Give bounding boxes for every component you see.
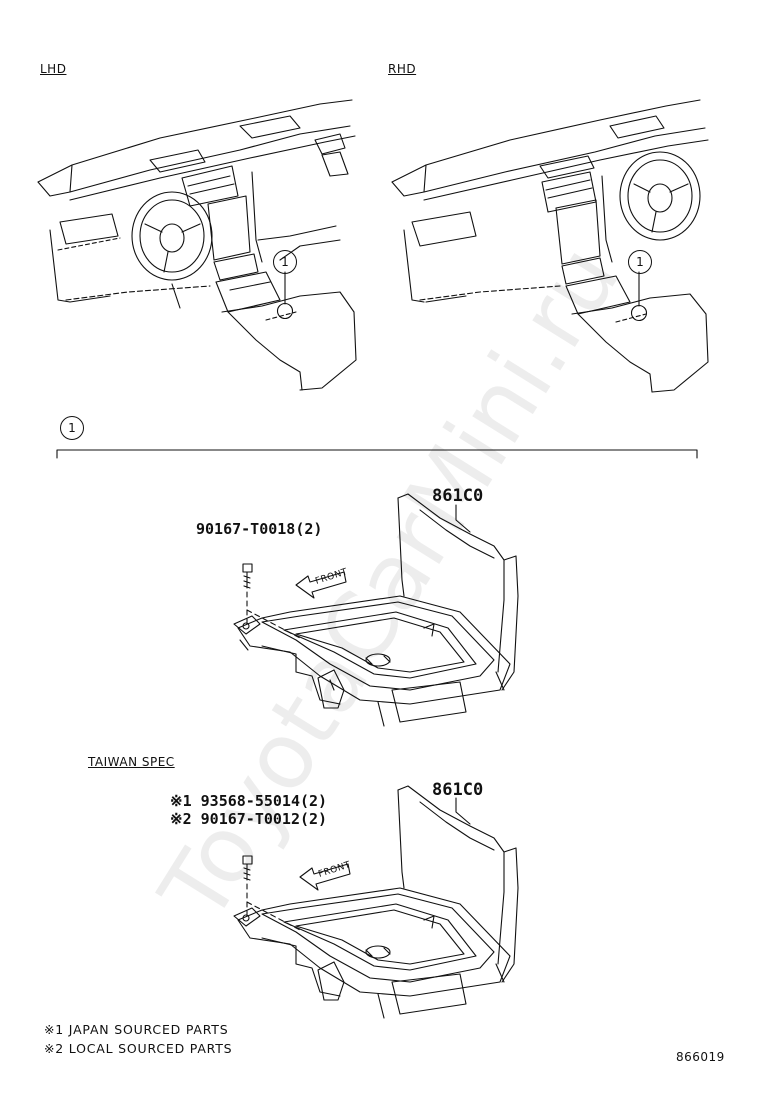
callout-lhd: 1 bbox=[273, 250, 297, 274]
taiwan-spec-label: TAIWAN SPEC bbox=[88, 755, 175, 769]
bottom-part-label: 861C0 bbox=[432, 780, 484, 800]
callout-section: 1 bbox=[60, 416, 84, 440]
rhd-dashboard bbox=[391, 99, 709, 393]
rhd-label: RHD bbox=[388, 62, 417, 76]
figure-id: 866019 bbox=[676, 1050, 725, 1064]
callout-rhd: 1 bbox=[628, 250, 652, 274]
note-local: ※2 LOCAL SOURCED PARTS bbox=[44, 1041, 233, 1056]
bottom-console-box bbox=[233, 785, 519, 1019]
top-screw-label: 90167-T0018(2) bbox=[196, 520, 323, 538]
lhd-dashboard bbox=[37, 99, 357, 391]
note-japan: ※1 JAPAN SOURCED PARTS bbox=[44, 1022, 229, 1037]
section-bracket bbox=[56, 449, 698, 459]
top-console-box bbox=[233, 493, 519, 727]
bottom-screw2-label: ※2 90167-T0012(2) bbox=[170, 810, 328, 828]
top-part-label: 861C0 bbox=[432, 486, 484, 506]
bottom-screw1-label: ※1 93568-55014(2) bbox=[170, 792, 328, 810]
lhd-label: LHD bbox=[40, 62, 67, 76]
